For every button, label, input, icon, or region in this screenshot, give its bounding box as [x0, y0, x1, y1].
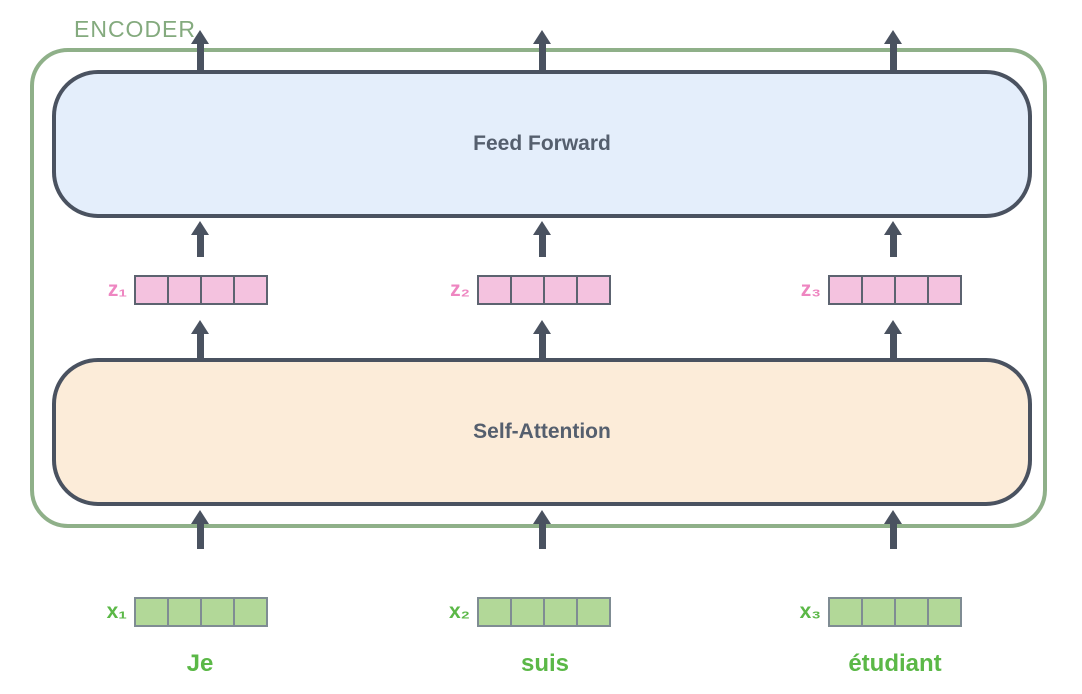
- x2-cells: [477, 597, 611, 627]
- token-etudiant: étudiant: [848, 650, 942, 677]
- z2-label: z₂: [450, 278, 470, 301]
- feed-forward-block: Feed Forward: [52, 70, 1032, 218]
- vector-cell: [863, 599, 896, 625]
- arrow-head-icon: [191, 221, 209, 235]
- z3-label: z₃: [800, 278, 821, 301]
- z2-vector: z₂: [428, 275, 611, 305]
- z1-label: z₁: [107, 278, 127, 301]
- arrow-head-icon: [533, 221, 551, 235]
- vector-cell: [169, 599, 202, 625]
- up-arrow: [882, 221, 904, 257]
- arrow-stem: [196, 524, 204, 549]
- up-arrow: [882, 30, 904, 70]
- arrow-stem: [538, 235, 546, 257]
- vector-cell: [136, 277, 169, 303]
- encoder-label: ENCODER: [74, 16, 197, 42]
- arrow-stem: [196, 334, 204, 360]
- arrow-stem: [196, 235, 204, 257]
- vector-cell: [863, 277, 896, 303]
- vector-cell: [896, 277, 929, 303]
- up-arrow: [531, 221, 553, 257]
- vector-cell: [578, 599, 609, 625]
- arrow-stem: [538, 524, 546, 549]
- vector-cell: [479, 277, 512, 303]
- x2-label: x₂: [448, 600, 470, 623]
- up-arrow: [189, 320, 211, 360]
- vector-cell: [202, 277, 235, 303]
- vector-cell: [830, 277, 863, 303]
- vector-cell: [235, 599, 266, 625]
- vector-cell: [479, 599, 512, 625]
- arrow-stem: [538, 44, 546, 70]
- vector-cell: [929, 277, 960, 303]
- arrow-head-icon: [533, 510, 551, 524]
- arrow-head-icon: [884, 320, 902, 334]
- token-suis: suis: [520, 650, 570, 677]
- up-arrow: [189, 221, 211, 257]
- x1-label: x₁: [106, 600, 127, 623]
- arrow-head-icon: [191, 510, 209, 524]
- arrow-stem: [196, 44, 204, 70]
- vector-cell: [578, 277, 609, 303]
- up-arrow: [882, 320, 904, 360]
- arrow-head-icon: [191, 30, 209, 44]
- vector-cell: [512, 277, 545, 303]
- arrow-head-icon: [533, 320, 551, 334]
- z3-cells: [828, 275, 962, 305]
- vector-cell: [929, 599, 960, 625]
- arrow-head-icon: [884, 510, 902, 524]
- vector-cell: [235, 277, 266, 303]
- up-arrow: [189, 30, 211, 70]
- z3-vector: z₃: [779, 275, 962, 305]
- arrow-head-icon: [884, 30, 902, 44]
- x3-vector: x₃: [779, 597, 962, 627]
- x3-cells: [828, 597, 962, 627]
- vector-cell: [512, 599, 545, 625]
- up-arrow: [531, 30, 553, 70]
- vector-cell: [169, 277, 202, 303]
- arrow-head-icon: [191, 320, 209, 334]
- token-je: Je: [186, 650, 214, 677]
- arrow-stem: [889, 44, 897, 70]
- up-arrow: [882, 510, 904, 549]
- x3-label: x₃: [799, 600, 821, 623]
- arrow-stem: [889, 524, 897, 549]
- arrow-head-icon: [533, 30, 551, 44]
- x2-vector: x₂: [428, 597, 611, 627]
- self-attention-block: Self-Attention: [52, 358, 1032, 506]
- up-arrow: [531, 510, 553, 549]
- vector-cell: [136, 599, 169, 625]
- self-attention-label: Self-Attention: [473, 420, 611, 443]
- up-arrow: [531, 320, 553, 360]
- feed-forward-label: Feed Forward: [473, 132, 611, 155]
- z1-vector: z₁: [85, 275, 268, 305]
- vector-cell: [830, 599, 863, 625]
- arrow-stem: [889, 235, 897, 257]
- z2-cells: [477, 275, 611, 305]
- vector-cell: [896, 599, 929, 625]
- arrow-stem: [538, 334, 546, 360]
- vector-cell: [545, 277, 578, 303]
- z1-cells: [134, 275, 268, 305]
- arrow-head-icon: [884, 221, 902, 235]
- x1-vector: x₁: [85, 597, 268, 627]
- x1-cells: [134, 597, 268, 627]
- arrow-stem: [889, 334, 897, 360]
- vector-cell: [202, 599, 235, 625]
- up-arrow: [189, 510, 211, 549]
- vector-cell: [545, 599, 578, 625]
